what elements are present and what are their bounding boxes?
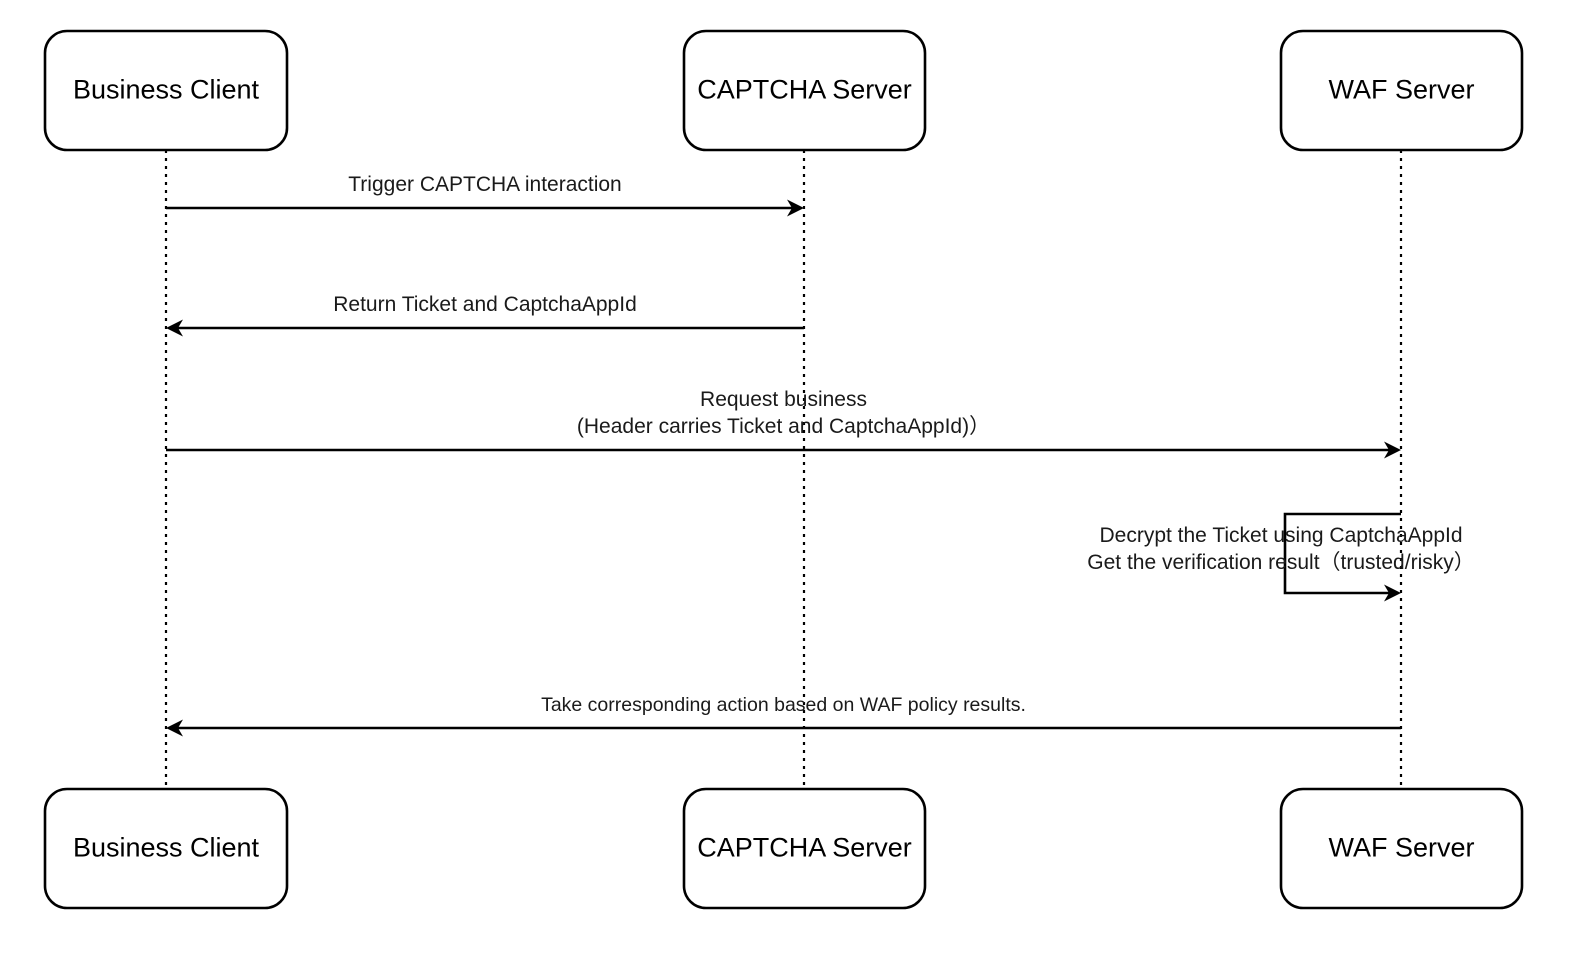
message-label-msg-decrypt-self-line-1: Decrypt the Ticket using CaptchaAppId (1099, 524, 1462, 547)
arrow-head-icon (166, 319, 183, 337)
participant-label-captcha-server: CAPTCHA Server (697, 75, 912, 105)
arrow-head-icon (1384, 584, 1401, 602)
message-label-msg-request-business-line-1: Request business (700, 388, 867, 411)
arrow-head-icon (166, 719, 183, 737)
participant-captcha-server-top[interactable]: CAPTCHA Server (682, 29, 927, 152)
message-msg-return-ticket[interactable]: Return Ticket and CaptchaAppId (166, 293, 804, 337)
message-label-msg-trigger-captcha-line-1: Trigger CAPTCHA interaction (348, 173, 622, 196)
participant-label-business-client: Business Client (73, 75, 260, 105)
message-path-msg-decrypt-self (1283, 512, 1401, 595)
message-msg-trigger-captcha[interactable]: Trigger CAPTCHA interaction (166, 173, 804, 217)
message-msg-decrypt-self[interactable]: Decrypt the Ticket using CaptchaAppIdGet… (1087, 512, 1475, 602)
participant-box-waf-server (1279, 29, 1524, 152)
participant-business-client-bottom[interactable]: Business Client (43, 787, 289, 910)
participant-boxes-top: Business Client CAPTCHA Server WAF Server (43, 29, 1524, 152)
lifelines-layer (164, 150, 1403, 789)
participant-waf-server-top[interactable]: WAF Server (1279, 29, 1524, 152)
participant-box-business-client (43, 787, 289, 910)
message-label-msg-return-ticket-line-1: Return Ticket and CaptchaAppId (333, 293, 637, 316)
message-msg-request-business[interactable]: Request business (Header carries Ticket a… (166, 388, 1401, 459)
participant-business-client-top[interactable]: Business Client (43, 29, 289, 152)
participant-boxes-bottom: Business Client CAPTCHA Server WAF Server (43, 787, 1524, 910)
message-label-msg-take-action-line-1: Take corresponding action based on WAF p… (541, 694, 1026, 716)
message-label-msg-decrypt-self-line-2: Get the verification result（trusted/risk… (1087, 551, 1474, 574)
participant-waf-server-bottom[interactable]: WAF Server (1279, 787, 1524, 910)
participant-label-captcha-server: CAPTCHA Server (697, 833, 912, 863)
participant-label-waf-server: WAF Server (1328, 75, 1474, 105)
arrow-head-icon (787, 199, 804, 217)
participant-label-waf-server: WAF Server (1328, 833, 1474, 863)
participant-box-captcha-server (682, 787, 927, 910)
participant-label-business-client: Business Client (73, 833, 260, 863)
participant-box-captcha-server (682, 29, 927, 152)
arrow-head-icon (1384, 441, 1401, 459)
message-label-msg-request-business-line-2: (Header carries Ticket and CaptchaAppId)… (577, 415, 990, 438)
participant-box-waf-server (1279, 787, 1524, 910)
participant-captcha-server-bottom[interactable]: CAPTCHA Server (682, 787, 927, 910)
message-msg-take-action[interactable]: Take corresponding action based on WAF p… (166, 694, 1401, 737)
participant-box-business-client (43, 29, 289, 152)
